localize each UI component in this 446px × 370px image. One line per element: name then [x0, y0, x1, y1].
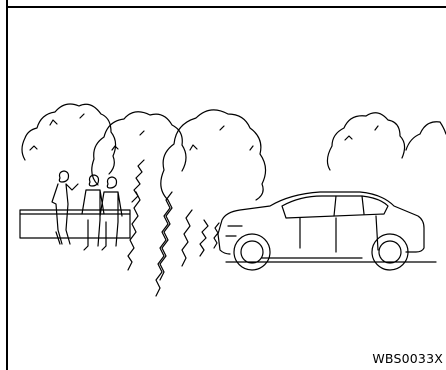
tree-middle [161, 110, 266, 200]
tree-middle-left [92, 112, 186, 185]
tree-far-right [406, 122, 446, 150]
rear-wheel [372, 234, 408, 270]
sound-wave-5 [200, 220, 208, 256]
car-door [300, 216, 378, 252]
car-body [218, 192, 424, 258]
pedestrian-1 [52, 171, 78, 244]
front-wheel [234, 234, 270, 270]
tree-right [327, 113, 404, 170]
sound-wave-2 [156, 192, 172, 296]
sound-wave-4 [182, 210, 192, 266]
figure-code: WBS0033X [372, 351, 443, 366]
